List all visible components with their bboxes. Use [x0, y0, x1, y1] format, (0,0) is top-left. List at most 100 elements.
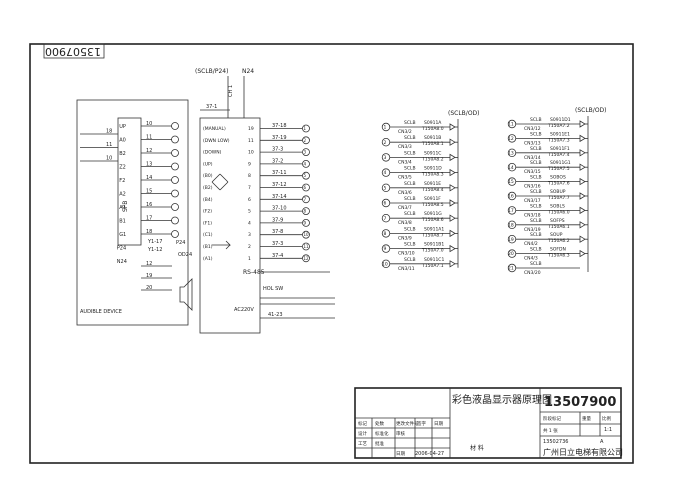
- left-arrow-icon: [211, 173, 221, 191]
- speaker-icon: [179, 278, 193, 311]
- output-cn: CN3/15: [524, 169, 541, 175]
- output-code: S0911G1: [550, 160, 571, 166]
- panel-row-pin: 4: [248, 220, 251, 226]
- output-terminal: [381, 183, 391, 192]
- panel-row-wire: 37-4: [272, 253, 283, 259]
- output-code: S0911F: [424, 196, 441, 202]
- diode-icon: [579, 235, 586, 243]
- output-sub: T150A7.5: [547, 166, 570, 172]
- output-terminal: [381, 244, 391, 253]
- sfb-extra-pin: 20: [146, 285, 152, 291]
- panel-row-label: (B2): [203, 185, 213, 191]
- output-cn: CN4/2: [524, 241, 538, 247]
- output-sclb: SCLB: [530, 131, 542, 137]
- output-terminal: [381, 198, 391, 208]
- diode-icon: [579, 134, 586, 143]
- output-terminal: [507, 119, 517, 129]
- drawing-frame: [29, 43, 634, 464]
- sfb-terminal: [171, 216, 179, 225]
- panel-terminal-number: 3: [304, 150, 307, 155]
- output-terminal-number: 3: [384, 155, 387, 161]
- sfb-connector: [117, 117, 142, 246]
- drawing-title: 彩色液晶显示器原理图: [452, 393, 552, 406]
- diode-icon: [449, 168, 456, 177]
- output-sclb: SCLB: [404, 211, 416, 217]
- panel-row-pin: 7: [248, 185, 251, 191]
- panel-terminal: [302, 195, 310, 204]
- sfb-extra-pin: 12: [146, 261, 152, 267]
- output-sclb: SCLB: [404, 226, 416, 232]
- row37-1-label: 37-1: [206, 104, 217, 110]
- y1-17-label: Y1-17: [147, 239, 162, 245]
- output-code: S0911A: [424, 120, 442, 126]
- output-terminal: [507, 177, 517, 186]
- output-terminal: [507, 148, 517, 157]
- panel-row-wire: 37-9: [272, 217, 283, 223]
- panel-terminal-number: 12: [304, 256, 310, 261]
- panel-row-pin: 10: [248, 150, 254, 156]
- output-cn: CN3/3: [398, 144, 412, 150]
- tb-mark: 标记: [358, 420, 367, 427]
- tb-scale-label: 比例: [602, 415, 611, 422]
- n24-label: N24: [242, 68, 254, 75]
- output-code: S0911E: [424, 181, 441, 187]
- output-sclb: SCLB: [530, 160, 542, 166]
- sfb-pin: 11: [146, 135, 152, 141]
- output-sclb: SCLB: [404, 150, 416, 156]
- sfb-pin: 13: [146, 162, 152, 168]
- output-terminal-number: 17: [508, 208, 514, 214]
- panel-row-label: (B0): [203, 173, 213, 179]
- sfb-pin: 14: [146, 175, 152, 181]
- output-code: S0911A1: [424, 226, 444, 232]
- sfb-pin: 15: [146, 189, 152, 195]
- panel-terminal-number: 4: [304, 161, 307, 166]
- panel-row-wire: 37-12: [272, 182, 287, 188]
- output-sclb: SCLB: [404, 196, 416, 202]
- sclb-p24-label: (SCLB/P24): [195, 68, 228, 75]
- panel-row-pin: 8: [248, 173, 251, 179]
- output-sclb: SCLB: [404, 120, 416, 126]
- diode-icon: [579, 249, 586, 258]
- od24-label: OD24: [178, 252, 192, 258]
- panel-terminal: [302, 218, 310, 227]
- output-code: SOUP: [550, 232, 563, 238]
- tb-process: 工艺: [358, 441, 367, 447]
- output-terminal: [507, 234, 517, 244]
- tb-count: 处数: [375, 420, 384, 427]
- output-terminal: [507, 206, 517, 215]
- output-sub: T150A7.2: [547, 123, 570, 129]
- tb-stage: 阶段标记: [543, 415, 561, 422]
- y1-12-label: Y1-12: [147, 247, 162, 253]
- sfb-left-wire: 18: [106, 129, 112, 135]
- tb-sign: 签字: [417, 420, 426, 427]
- output-terminal-number: 7: [384, 216, 387, 222]
- output-terminal-number: 11: [508, 122, 514, 128]
- output-code: S0911D: [424, 166, 442, 172]
- company-name: 广州日立电梯有限公司: [543, 447, 623, 457]
- output-code: SOBOS: [550, 175, 566, 181]
- panel-box: [199, 117, 261, 334]
- diode-icon: [449, 229, 456, 238]
- output-cn: CN3/4: [398, 159, 412, 165]
- ch1-label: CH 1: [228, 85, 234, 97]
- panel-row-label: (DWN LOW): [203, 138, 230, 144]
- output-sub: T150A6.0: [547, 209, 570, 215]
- diode-icon: [579, 120, 586, 128]
- panel-terminal: [302, 230, 310, 239]
- tb-revision: A: [600, 439, 604, 445]
- output-terminal-number: 20: [508, 251, 514, 257]
- sfb-row-label: A1: [119, 205, 126, 211]
- output-terminal-number: 18: [508, 222, 514, 228]
- output-terminal-number: 12: [508, 136, 514, 142]
- rotated-drawing-number: 13507900: [45, 45, 101, 58]
- panel-terminal: [302, 171, 310, 180]
- output-cn: CN3/13: [524, 140, 541, 146]
- output-sub: T150A8.6: [421, 217, 444, 223]
- output-sclb: SCLB: [404, 166, 416, 172]
- panel-row-wire: 37-3: [272, 241, 283, 247]
- panel-terminal: [302, 148, 310, 157]
- output-code: S0911D1: [550, 117, 571, 123]
- panel-row-wire: 37-11: [272, 170, 287, 176]
- hol-sw-label: HOL SW: [263, 286, 283, 292]
